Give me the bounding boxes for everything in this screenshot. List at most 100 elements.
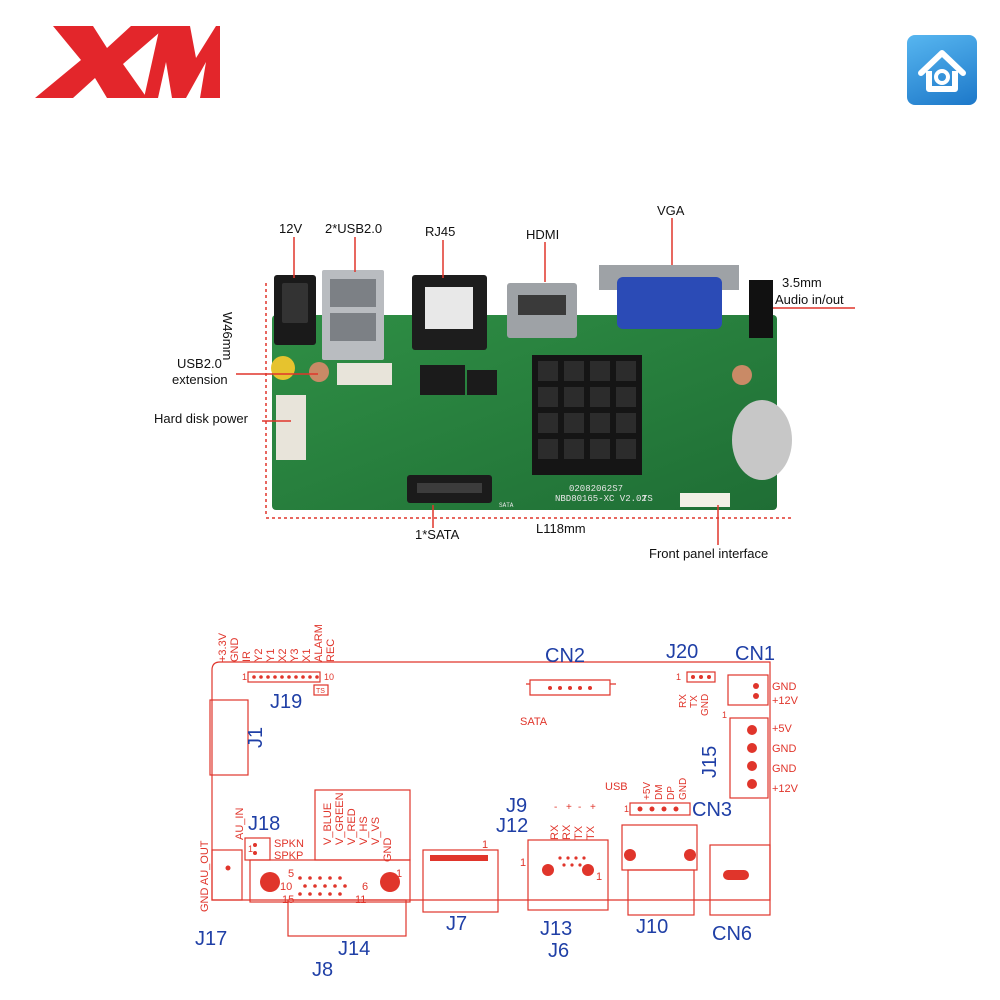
- j12-label: J12: [496, 815, 528, 837]
- cn6-label: CN6: [712, 923, 752, 945]
- j12-pin-tx1: TX: [573, 825, 585, 840]
- j14-label: J14: [338, 938, 370, 960]
- usb-label: USB: [605, 781, 628, 793]
- j19-pin-1: +3.3V: [217, 632, 229, 662]
- j8-label: J8: [312, 959, 333, 981]
- silk-sata: SATA: [499, 502, 514, 509]
- vga-pin-vs: V_VS: [370, 817, 382, 845]
- hdd-power-connector: [276, 395, 306, 460]
- j19-pin-4: Y2: [253, 649, 265, 662]
- heatsink: [532, 355, 642, 475]
- j12-sign-1: -: [554, 802, 557, 813]
- j15-outline: [729, 717, 769, 799]
- label-sata: 1*SATA: [415, 527, 460, 542]
- home-camera-icon: [907, 35, 977, 105]
- label-audio-size: 3.5mm: [782, 275, 822, 290]
- j18-pin1: 1: [248, 844, 253, 854]
- j18-label: J18: [248, 813, 280, 835]
- cn1-pin-gnd: GND: [772, 681, 797, 693]
- cn2-label: CN2: [545, 645, 585, 667]
- j19-pin-5: Y1: [265, 649, 277, 662]
- j15-pin1: 1: [722, 710, 727, 720]
- j12-pin-rx1: RX: [549, 824, 561, 840]
- vga-pin-gnd: GND: [382, 838, 394, 863]
- j18-pin-spkp: SPKP: [274, 850, 303, 862]
- label-front-panel: Front panel interface: [649, 546, 769, 561]
- j10-label: J10: [636, 916, 668, 938]
- j15-label: J15: [699, 746, 721, 778]
- cn2-outline: [526, 679, 616, 696]
- j19-pin-3: IR: [241, 651, 253, 662]
- label-hdmi: HDMI: [526, 227, 560, 242]
- j1-outline: [209, 699, 249, 776]
- board-photo: NBD80165-XC V2.02 02082062S7 TS SATA: [271, 265, 792, 510]
- label-12v: 12V: [279, 221, 303, 236]
- vga-pin-blue: V_BLUE: [322, 803, 334, 845]
- cn1-pin-12v: +12V: [772, 695, 799, 707]
- vga-num-6: 6: [362, 881, 368, 893]
- label-rj45: RJ45: [425, 224, 456, 239]
- j12-sign-4: +: [590, 802, 596, 813]
- board-outline: [211, 661, 771, 901]
- j19-pin-end: 10: [324, 672, 334, 682]
- cn3-pin-dm: DM: [654, 784, 665, 800]
- label-hdd-power: Hard disk power: [154, 411, 248, 426]
- j13-outline: [527, 839, 609, 911]
- cn3-label: CN3: [692, 799, 732, 821]
- cn6-outline: [709, 844, 771, 916]
- j6-label: J6: [548, 940, 569, 962]
- cn3-pin1: 1: [624, 804, 629, 814]
- silk-serial: 02082062S7: [569, 484, 623, 494]
- coin-battery: [732, 400, 792, 480]
- label-width: W46mm: [220, 312, 235, 361]
- usb-ext-connector: [337, 363, 392, 385]
- j7-outline: [422, 849, 499, 913]
- cn3-pin-dp: DP: [666, 786, 677, 800]
- front-panel-connector: [680, 493, 730, 507]
- label-usb-ext-2: extension: [172, 372, 228, 387]
- vga-pin-green: V_GREEN: [334, 792, 346, 845]
- vga-num-1: 1: [396, 868, 402, 880]
- silk-ts: TS: [642, 494, 653, 504]
- j10-outline: [627, 869, 695, 916]
- j13-label: J13: [540, 918, 572, 940]
- j9-label: J9: [506, 795, 527, 817]
- j19-pin-6: X2: [277, 649, 289, 662]
- j13-pin-right: 1: [596, 871, 602, 883]
- j20-pin1: 1: [676, 672, 681, 682]
- vga-num-10: 10: [280, 881, 292, 893]
- j20-pin-gnd: GND: [700, 694, 711, 716]
- au-in-label: AU_IN: [234, 808, 246, 840]
- au-out-label: GND AU_OUT: [199, 840, 211, 912]
- pcb-board: [272, 315, 777, 510]
- j20-label: J20: [666, 641, 698, 663]
- label-usb: 2*USB2.0: [325, 221, 383, 236]
- xm-brand-logo: [35, 26, 220, 98]
- j12-pin-rx2: RX: [561, 824, 573, 840]
- vga-num-15: 15: [282, 894, 294, 906]
- j19-pin-10: REC: [325, 639, 337, 662]
- j12-sign-2: +: [566, 802, 572, 813]
- j7-label: J7: [446, 913, 467, 935]
- j19-pin-7: Y3: [289, 649, 301, 662]
- vga-num-5: 5: [288, 868, 294, 880]
- j19-label: J19: [270, 691, 302, 713]
- silk-model: NBD80165-XC V2.02: [555, 494, 647, 504]
- j18-pin-spkn: SPKN: [274, 838, 304, 850]
- vga-pin-hs: V_HS: [358, 816, 370, 845]
- j15-pin-5v: +5V: [772, 723, 793, 735]
- cn3-pin-5v: +5V: [642, 782, 653, 800]
- j7-pin1: 1: [482, 839, 488, 851]
- j20-pin-tx: TX: [689, 695, 700, 708]
- vga-num-11: 11: [355, 894, 366, 906]
- j17-label: J17: [195, 928, 227, 950]
- j15-pin-gnd2: GND: [772, 763, 797, 775]
- j19-pin-8: X1: [301, 649, 313, 662]
- capacitor: [271, 356, 295, 380]
- j17-outline: [211, 849, 243, 901]
- j19-pin-2: GND: [229, 638, 241, 663]
- label-length: L118mm: [536, 521, 586, 536]
- audio-jack: [749, 280, 773, 338]
- j12-pin-tx2: TX: [585, 825, 597, 840]
- sata-label: SATA: [520, 716, 548, 728]
